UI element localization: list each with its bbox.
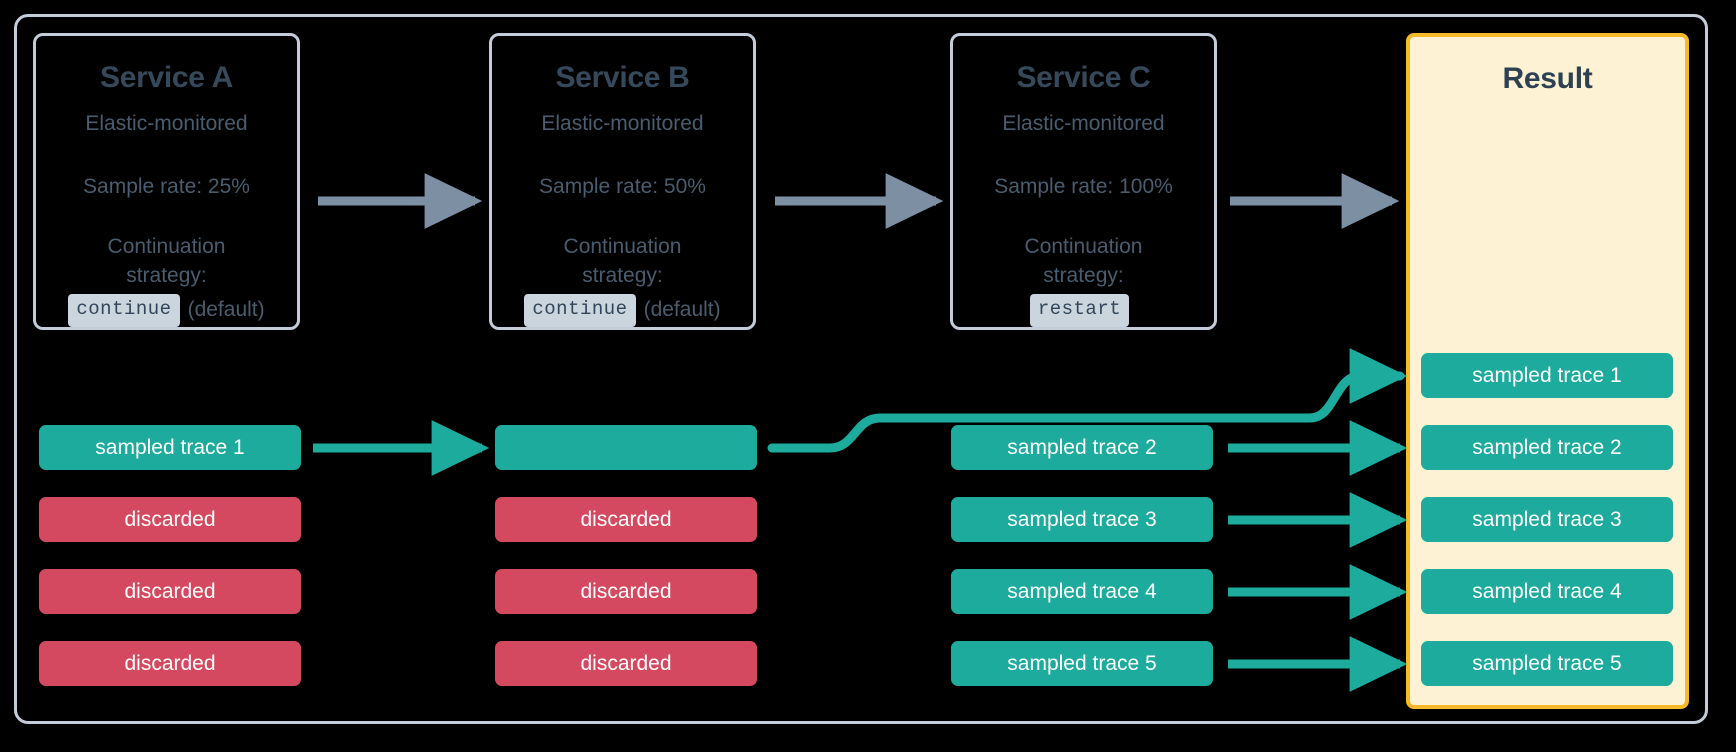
service-a-strategy-value-row: continue (default)	[68, 294, 265, 327]
service-box-c: Service C Elastic-monitored Sample rate:…	[950, 33, 1217, 330]
result-trace-pill-3-label: sampled trace 3	[1472, 508, 1622, 531]
trace-pill-b-4-label: discarded	[580, 652, 672, 675]
service-a-title: Service A	[100, 61, 233, 94]
trace-pill-a-1: sampled trace 1	[39, 425, 301, 470]
service-b-strategy-value-row: continue (default)	[524, 294, 721, 327]
trace-pill-b-3: discarded	[495, 569, 757, 614]
trace-pill-b-3-label: discarded	[580, 580, 672, 603]
service-b-monitored: Elastic-monitored	[541, 112, 704, 135]
service-c-sample-rate: Sample rate: 100%	[994, 175, 1173, 199]
service-box-b: Service B Elastic-monitored Sample rate:…	[489, 33, 756, 330]
result-trace-pill-4-label: sampled trace 4	[1472, 580, 1622, 603]
result-trace-pill-2: sampled trace 2	[1421, 425, 1673, 470]
result-trace-pill-4: sampled trace 4	[1421, 569, 1673, 614]
trace-pill-c-2-label: sampled trace 3	[1007, 508, 1157, 531]
diagram-outer-frame	[14, 14, 1708, 724]
result-trace-pill-1-label: sampled trace 1	[1472, 364, 1622, 387]
service-b-strategy-label: Continuation strategy: continue (default…	[524, 233, 721, 327]
trace-pill-c-4: sampled trace 5	[951, 641, 1213, 686]
service-c-strategy-line2: strategy:	[1043, 263, 1124, 287]
result-title: Result	[1502, 62, 1593, 95]
service-c-strategy-line1: Continuation	[1024, 235, 1143, 259]
service-b-strategy-line1: Continuation	[563, 235, 682, 259]
service-a-strategy-line1: Continuation	[107, 235, 226, 259]
service-c-strategy-chip: restart	[1029, 294, 1130, 327]
service-b-strategy-line2: strategy:	[582, 263, 663, 287]
trace-pill-a-1-label: sampled trace 1	[95, 436, 245, 459]
trace-pill-b-1	[495, 425, 757, 470]
trace-pill-b-2-label: discarded	[580, 508, 672, 531]
service-a-strategy-note: (default)	[187, 298, 265, 322]
trace-pill-c-1-label: sampled trace 2	[1007, 436, 1157, 459]
trace-pill-a-4-label: discarded	[124, 652, 216, 675]
trace-pill-a-3-label: discarded	[124, 580, 216, 603]
service-c-strategy-value-row: restart	[1025, 294, 1143, 327]
trace-pill-c-1: sampled trace 2	[951, 425, 1213, 470]
trace-pill-b-2: discarded	[495, 497, 757, 542]
service-c-title: Service C	[1016, 61, 1151, 94]
service-box-a: Service A Elastic-monitored Sample rate:…	[33, 33, 300, 330]
service-c-strategy-label: Continuation strategy: restart	[1024, 233, 1143, 327]
result-trace-pill-3: sampled trace 3	[1421, 497, 1673, 542]
result-trace-pill-2-label: sampled trace 2	[1472, 436, 1622, 459]
trace-pill-a-2: discarded	[39, 497, 301, 542]
service-b-strategy-note: (default)	[643, 298, 721, 322]
service-b-sample-rate: Sample rate: 50%	[539, 175, 706, 199]
service-a-strategy-label: Continuation strategy: continue (default…	[68, 233, 265, 327]
trace-pill-b-4: discarded	[495, 641, 757, 686]
service-a-strategy-chip: continue	[68, 294, 180, 327]
service-a-strategy-line2: strategy:	[126, 263, 207, 287]
service-a-monitored: Elastic-monitored	[85, 112, 248, 135]
result-trace-pill-5-label: sampled trace 5	[1472, 652, 1622, 675]
trace-pill-c-3-label: sampled trace 4	[1007, 580, 1157, 603]
result-trace-pill-1: sampled trace 1	[1421, 353, 1673, 398]
service-b-strategy-chip: continue	[524, 294, 636, 327]
result-trace-pill-5: sampled trace 5	[1421, 641, 1673, 686]
service-b-title: Service B	[555, 61, 690, 94]
trace-pill-c-4-label: sampled trace 5	[1007, 652, 1157, 675]
service-c-monitored: Elastic-monitored	[1002, 112, 1165, 135]
trace-pill-a-2-label: discarded	[124, 508, 216, 531]
trace-pill-c-2: sampled trace 3	[951, 497, 1213, 542]
service-a-sample-rate: Sample rate: 25%	[83, 175, 250, 199]
trace-pill-c-3: sampled trace 4	[951, 569, 1213, 614]
trace-pill-a-4: discarded	[39, 641, 301, 686]
trace-pill-a-3: discarded	[39, 569, 301, 614]
